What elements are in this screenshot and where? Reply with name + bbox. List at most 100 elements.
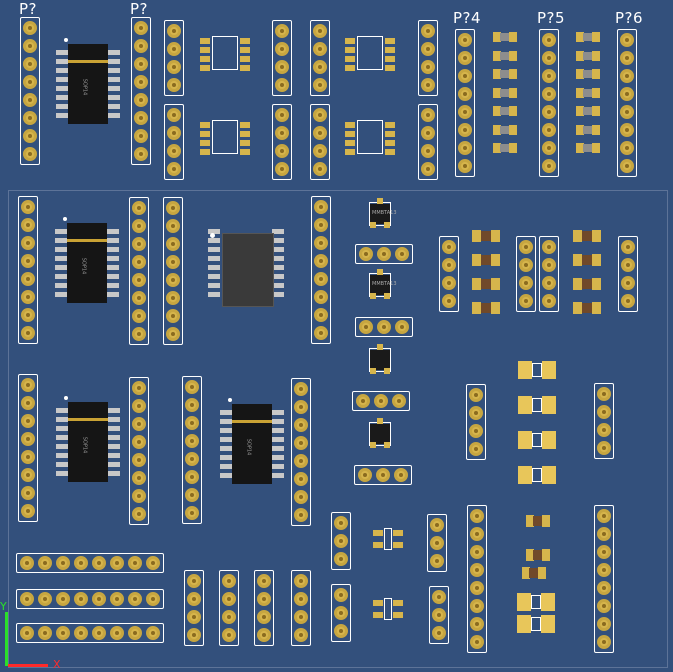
header-d3 xyxy=(539,236,559,312)
header-a4-pad xyxy=(275,162,289,176)
resistor-body xyxy=(583,125,593,134)
header-f1 xyxy=(466,384,486,460)
header-g3-pad xyxy=(334,588,348,602)
header-b4-pad xyxy=(314,236,328,250)
ic-u1-pin xyxy=(56,95,68,100)
header-e3-pad xyxy=(185,452,199,466)
cap-body xyxy=(531,595,541,609)
ic-u3-pin xyxy=(272,238,284,243)
designator-p4: P?4 xyxy=(453,9,482,27)
header-k2-pad xyxy=(222,574,236,588)
ic-u2: SOP14 xyxy=(67,223,107,303)
header-a6-pad xyxy=(313,144,327,158)
header-p2-pad xyxy=(134,21,148,35)
ic-u5-pin xyxy=(220,473,232,478)
resistor-pad xyxy=(592,69,600,79)
cap-pad xyxy=(542,466,556,484)
sot-pad xyxy=(377,344,383,350)
ic-soic8-pad xyxy=(200,56,210,62)
header-d3-pad xyxy=(542,258,556,272)
sot-pad xyxy=(384,293,390,299)
header-a5 xyxy=(310,20,330,96)
sot-pad xyxy=(370,368,376,374)
header-k3-pad xyxy=(257,610,271,624)
sot-pad xyxy=(384,368,390,374)
header-a6 xyxy=(310,104,330,180)
header-a8-pad xyxy=(421,144,435,158)
cap-body xyxy=(532,433,542,447)
header-f1-pad xyxy=(469,406,483,420)
header-h1-pad xyxy=(470,599,484,613)
resistor-pad xyxy=(592,278,601,290)
resistor-pad xyxy=(526,549,534,561)
header-j2-pad xyxy=(92,592,106,606)
ic-soic8-pad xyxy=(200,38,210,44)
resistor-pad xyxy=(576,69,584,79)
ic-soic8-pad xyxy=(240,65,250,71)
header-p6-pad xyxy=(620,69,634,83)
ic-soic8-outline xyxy=(212,36,238,70)
ic-u2-pin xyxy=(55,274,67,279)
ic-u3-pin xyxy=(208,256,220,261)
cap-pad xyxy=(518,396,532,414)
ic-u5-pin xyxy=(220,428,232,433)
header-e2-pad xyxy=(132,435,146,449)
header-j3-pad xyxy=(128,626,142,640)
header-p2-pad xyxy=(134,111,148,125)
header-b1-pad xyxy=(21,326,35,340)
header-j2-pad xyxy=(20,592,34,606)
ic-u5: SOP14 xyxy=(232,404,272,484)
header-k1-pad xyxy=(187,592,201,606)
header-d2-pad xyxy=(519,258,533,272)
ic-u1-pin xyxy=(108,86,120,91)
header-p4-pad xyxy=(458,69,472,83)
header-b1-pad xyxy=(21,218,35,232)
sot-pad xyxy=(377,198,383,204)
resistor-pad xyxy=(491,230,500,242)
header-b3 xyxy=(163,197,183,345)
ic-u3-pin xyxy=(208,274,220,279)
ic-u5-pin xyxy=(220,437,232,442)
header-f2 xyxy=(594,383,614,459)
resistor-pad xyxy=(509,143,517,153)
header-e4-pad xyxy=(294,418,308,432)
resistor-body xyxy=(583,70,593,78)
header-d1-pad xyxy=(442,258,456,272)
board-outline xyxy=(8,190,668,668)
header-g3-pad xyxy=(334,606,348,620)
header-e1-pad xyxy=(21,396,35,410)
ic-u3-pin xyxy=(208,292,220,297)
ic-u1-pin xyxy=(108,113,120,118)
sot-pad xyxy=(370,293,376,299)
smd-pad xyxy=(373,600,383,606)
ic-soic8-pad xyxy=(200,122,210,128)
header-a3 xyxy=(272,20,292,96)
header-p5-pad xyxy=(542,87,556,101)
ic-u4-pin xyxy=(56,462,68,467)
ic-u1-pin xyxy=(108,77,120,82)
header-p4-pad xyxy=(458,33,472,47)
header-e4-pad xyxy=(294,436,308,450)
ic-u5-pin xyxy=(272,428,284,433)
resistor-pad xyxy=(472,278,481,290)
header-e4-pad xyxy=(294,400,308,414)
ic-u2-marking: SOP14 xyxy=(80,257,87,275)
ic-u2-pin xyxy=(107,256,119,261)
header-b3-pad xyxy=(166,219,180,233)
resistor-r0 xyxy=(493,32,517,42)
ic-soic8-pad xyxy=(345,140,355,146)
ic-u4-pin xyxy=(108,426,120,431)
ic-u2-pin xyxy=(107,265,119,270)
header-p6-pad xyxy=(620,87,634,101)
header-k4 xyxy=(291,570,311,646)
header-k3-pad xyxy=(257,574,271,588)
header-e2-pad xyxy=(132,453,146,467)
header-g2-pad xyxy=(430,536,444,550)
header-a7 xyxy=(418,20,438,96)
header-j2-pad xyxy=(110,592,124,606)
cap-pad xyxy=(542,431,556,449)
designator-p2: P? xyxy=(130,0,149,18)
resistor-pad xyxy=(573,302,582,314)
header-e3-pad xyxy=(185,416,199,430)
header-b2-pad xyxy=(132,291,146,305)
